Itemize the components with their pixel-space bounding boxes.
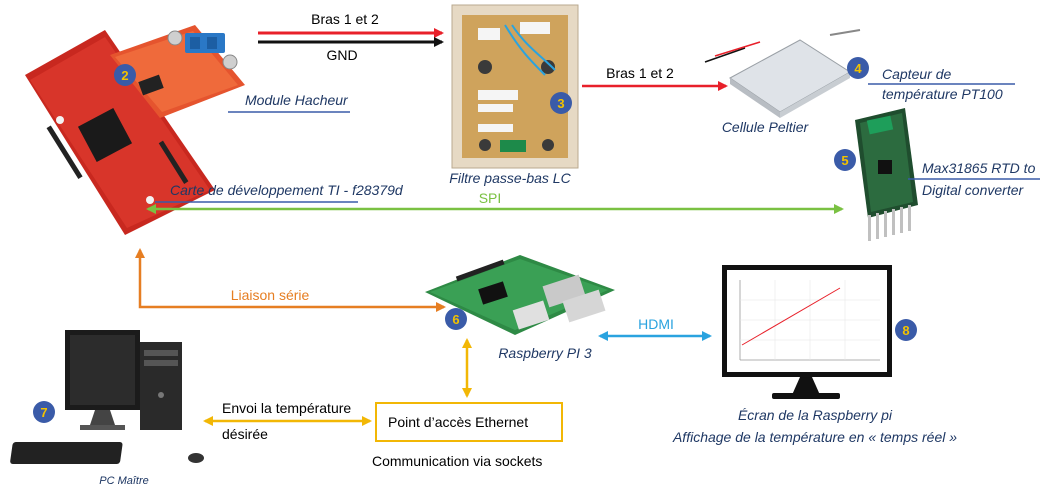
monitor-label-line2: Affichage de la température en « temps r… — [672, 429, 957, 445]
peltier-label: Cellule Peltier — [722, 119, 810, 135]
envoi-label-line2: désirée — [222, 426, 268, 442]
hdmi-label: HDMI — [638, 316, 674, 332]
pt100-label-line2: température PT100 — [882, 86, 1003, 102]
bras-right-label: Bras 1 et 2 — [606, 65, 674, 81]
bras-top-label: Bras 1 et 2 — [311, 11, 379, 27]
carte-label: Carte de développement TI - f28379d — [170, 182, 404, 198]
spi-label: SPI — [479, 190, 502, 206]
pc-image — [10, 330, 204, 464]
monitor-image — [722, 265, 892, 399]
sockets-label: Communication via sockets — [372, 453, 542, 469]
svg-text:3: 3 — [557, 96, 564, 111]
svg-text:8: 8 — [902, 323, 909, 338]
hacheur-label: Module Hacheur — [245, 92, 349, 108]
max31865-badge: 5 — [834, 149, 856, 171]
svg-text:2: 2 — [121, 68, 128, 83]
hacheur-board-image — [110, 25, 245, 118]
svg-text:7: 7 — [40, 405, 47, 420]
filter-box-image — [451, 4, 579, 169]
ethernet-label: Point d’accès Ethernet — [388, 414, 528, 430]
pt100-badge: 4 — [847, 57, 869, 79]
svg-text:5: 5 — [841, 153, 848, 168]
raspberry-pi-label: Raspberry PI 3 — [498, 345, 592, 361]
svg-text:6: 6 — [452, 312, 459, 327]
pc-badge: 7 — [33, 401, 55, 423]
svg-text:4: 4 — [854, 61, 862, 76]
ethernet-box — [375, 402, 563, 442]
monitor-label-line1: Écran de la Raspberry pi — [738, 407, 893, 423]
max31865-image — [855, 108, 918, 241]
hacheur-badge: 2 — [114, 64, 136, 86]
envoi-label-line1: Envoi la température — [222, 400, 351, 416]
pc-label: PC Maître — [99, 475, 149, 487]
max31865-label-line1: Max31865 RTD to — [922, 160, 1036, 176]
filter-badge: 3 — [550, 92, 572, 114]
gnd-label: GND — [326, 47, 357, 63]
serial-label: Liaison série — [231, 287, 310, 303]
filter-label: Filtre passe-bas LC — [449, 170, 571, 186]
serial-arrow — [135, 248, 446, 312]
raspberry-pi-image — [425, 255, 615, 335]
raspberry-pi-badge: 6 — [445, 308, 467, 330]
monitor-badge: 8 — [895, 319, 917, 341]
pt100-label-line1: Capteur de — [882, 66, 951, 82]
peltier-image — [704, 29, 861, 118]
ti-board-image — [25, 30, 215, 235]
max31865-label-line2: Digital converter — [922, 182, 1024, 198]
